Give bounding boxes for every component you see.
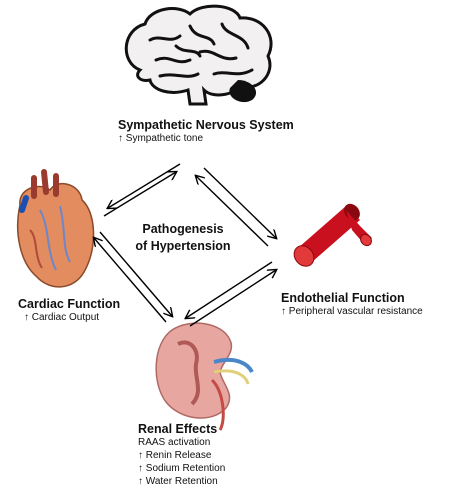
sympathetic-subtitle: ↑ Sympathetic tone — [118, 132, 294, 145]
arrow-sympathetic-to-cardiac — [108, 164, 180, 208]
arrow-endothelial-to-renal — [186, 262, 272, 318]
arrow-renal-to-endothelial — [190, 270, 276, 326]
cardiac-title: Cardiac Function — [18, 297, 120, 311]
renal-item: ↑ Water Retention — [138, 475, 225, 488]
renal-label: Renal Effects RAAS activation ↑ Renin Re… — [138, 422, 225, 488]
arrow-cardiac-to-sympathetic — [104, 172, 176, 216]
cardiac-subtitle: ↑ Cardiac Output — [18, 311, 120, 324]
center-title: Pathogenesis of Hypertension — [128, 221, 238, 255]
kidney-icon — [156, 323, 252, 430]
sympathetic-title: Sympathetic Nervous System — [118, 118, 294, 132]
sympathetic-label: Sympathetic Nervous System ↑ Sympathetic… — [118, 118, 294, 145]
renal-item: ↑ Renin Release — [138, 449, 225, 462]
endothelial-subtitle: ↑ Peripheral vascular resistance — [281, 305, 423, 318]
center-title-line2: of Hypertension — [128, 238, 238, 255]
cardiac-label: Cardiac Function ↑ Cardiac Output — [18, 297, 120, 324]
brain-icon — [126, 6, 271, 104]
renal-title: Renal Effects — [138, 422, 225, 436]
renal-item: RAAS activation — [138, 436, 225, 449]
center-title-line1: Pathogenesis — [128, 221, 238, 238]
endothelial-label: Endothelial Function ↑ Peripheral vascul… — [281, 291, 423, 318]
renal-item: ↑ Sodium Retention — [138, 462, 225, 475]
heart-icon — [18, 172, 94, 287]
blood-vessel-icon — [290, 201, 374, 271]
endothelial-title: Endothelial Function — [281, 291, 423, 305]
